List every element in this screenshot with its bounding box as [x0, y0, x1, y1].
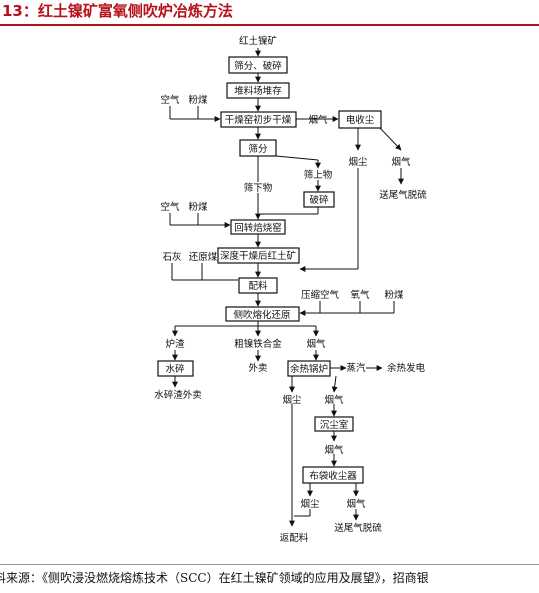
svg-text:回转焙烧窑: 回转焙烧窑	[234, 222, 282, 234]
label-flue-gas-6: 烟气	[346, 498, 366, 510]
label-limestone: 石灰	[162, 251, 181, 263]
node-waste-heat-boiler: 余热锅炉	[287, 360, 331, 377]
label-coal-2: 粉煤	[188, 201, 208, 213]
node-side-blow-smelt: 侧吹熔化还原	[225, 306, 300, 322]
label-coal-1: 粉煤	[188, 94, 208, 106]
svg-text:筛分、破碎: 筛分、破碎	[234, 60, 282, 72]
node-screen-crush: 筛分、破碎	[228, 56, 288, 74]
node-settling-chamber: 沉尘室	[314, 416, 354, 432]
label-ore: 红土镍矿	[239, 35, 278, 47]
label-flue-gas-5: 烟气	[324, 444, 344, 456]
label-flue-gas-4: 烟气	[324, 394, 344, 406]
label-dust-1: 烟尘	[348, 156, 368, 168]
svg-text:筛分: 筛分	[248, 143, 268, 155]
label-tail-gas-2: 送尾气脱硫	[334, 522, 382, 534]
label-dust-2: 烟尘	[282, 394, 302, 406]
label-crude-ferronickel: 粗镍铁合金	[234, 338, 282, 350]
label-steam: 蒸汽	[346, 362, 366, 374]
svg-text:侧吹熔化还原: 侧吹熔化还原	[233, 309, 290, 321]
label-oxygen: 氧气	[350, 289, 370, 301]
connectors	[169, 48, 404, 527]
node-deep-dried-ore: 深度干燥后红土矿	[217, 247, 300, 264]
svg-text:干燥窑初步干燥: 干燥窑初步干燥	[225, 114, 292, 126]
label-flue-gas-1: 烟气	[308, 114, 328, 126]
label-air-2: 空气	[160, 201, 180, 213]
node-batching: 配料	[238, 277, 278, 294]
svg-text:水碎: 水碎	[165, 363, 185, 375]
label-undersize: 筛下物	[244, 182, 273, 194]
source-note: 料来源：《侧吹浸没燃烧熔炼技术（SCC）在红土镍矿领域的应用及展望》，招商银	[0, 571, 429, 585]
label-reductant-coal: 还原煤	[189, 251, 218, 263]
label-flue-gas-2: 烟气	[391, 156, 411, 168]
footer-rule	[0, 564, 539, 565]
label-dust-3: 烟尘	[300, 498, 320, 510]
label-tail-gas-1: 送尾气脱硫	[379, 189, 427, 201]
node-rotary-kiln: 回转焙烧窑	[230, 219, 286, 235]
node-screening: 筛分	[239, 139, 277, 157]
svg-text:余热锅炉: 余热锅炉	[290, 363, 328, 375]
node-crushing: 破碎	[303, 191, 335, 208]
label-water-slag-sold: 水碎渣外卖	[154, 389, 202, 401]
svg-text:破碎: 破碎	[309, 194, 329, 206]
svg-text:配料: 配料	[248, 280, 268, 292]
node-water-quench: 水碎	[157, 360, 194, 377]
figure-title: 13：红土镍矿富氧侧吹炉冶炼方法	[2, 2, 233, 20]
label-oversize: 筛上物	[304, 169, 333, 181]
node-stockyard: 堆料场堆存	[226, 82, 290, 99]
svg-text:深度干燥后红土矿: 深度干燥后红土矿	[220, 250, 297, 262]
label-slag: 炉渣	[165, 338, 185, 350]
svg-text:堆料场堆存: 堆料场堆存	[234, 85, 282, 97]
label-coal-3: 粉煤	[384, 289, 404, 301]
label-return-batching: 返配料	[280, 532, 309, 544]
label-waste-heat-power: 余热发电	[387, 362, 426, 374]
label-flue-gas-3: 烟气	[306, 338, 326, 350]
node-electro-precip: 电收尘	[338, 110, 382, 129]
label-sold: 外卖	[248, 362, 267, 374]
svg-text:电收尘: 电收尘	[346, 114, 375, 126]
label-compressed-air: 压缩空气	[301, 289, 340, 301]
svg-text:布袋收尘器: 布袋收尘器	[309, 470, 357, 482]
label-air-1: 空气	[160, 94, 180, 106]
title-rule	[0, 24, 539, 26]
node-bag-filter: 布袋收尘器	[302, 466, 364, 484]
svg-text:沉尘室: 沉尘室	[320, 419, 349, 431]
node-dryer: 干燥窑初步干燥	[220, 111, 297, 128]
